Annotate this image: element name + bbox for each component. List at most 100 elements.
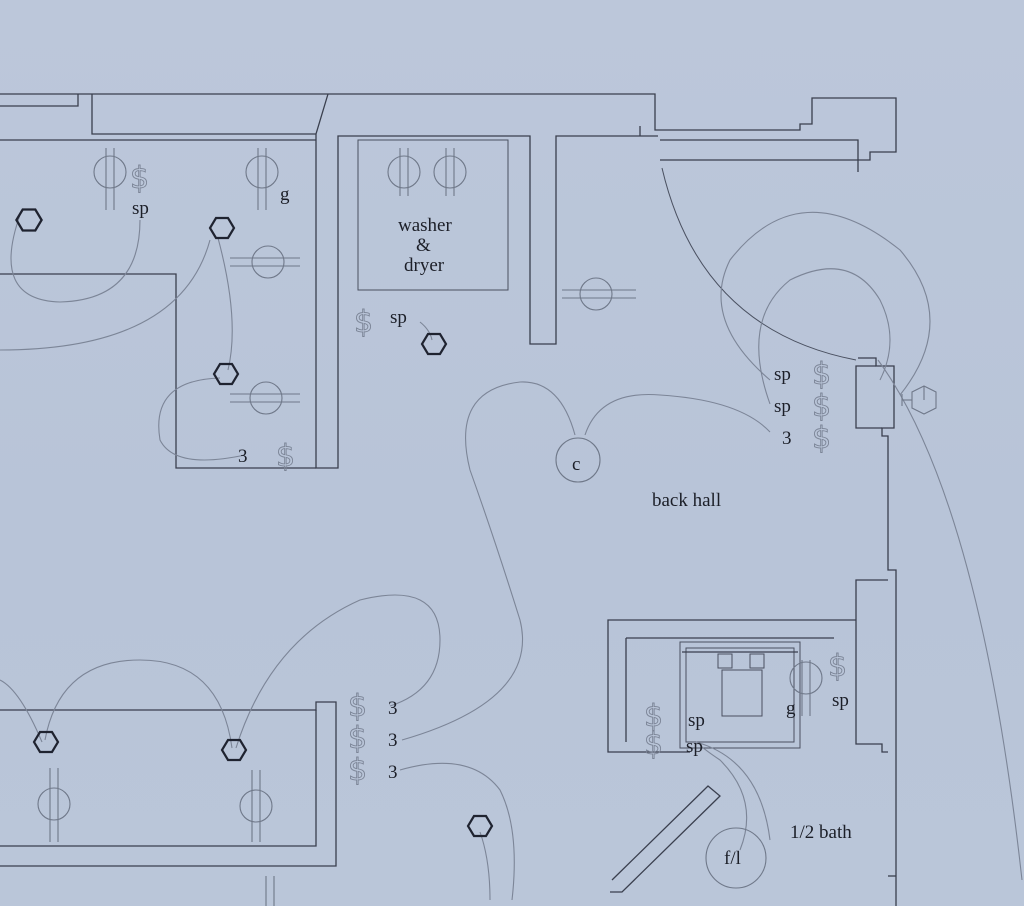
label-three: 3 xyxy=(782,428,792,449)
bottom-room-outer xyxy=(0,701,337,867)
toilet-box-inner xyxy=(685,647,795,743)
label-three: 3 xyxy=(238,446,248,467)
toilet-bowl xyxy=(721,669,763,717)
label-fl: f/l xyxy=(724,848,741,869)
bottom-room-inner xyxy=(0,710,317,847)
wire-bath-2 xyxy=(699,744,748,851)
right-exterior-wall xyxy=(858,357,897,906)
switch-icon: $ xyxy=(354,305,373,340)
switch-icon: $ xyxy=(812,389,831,424)
duplex-receptacle xyxy=(265,876,275,906)
wiring xyxy=(0,211,931,901)
washer-receptacle xyxy=(387,148,421,196)
right-door-frame xyxy=(855,365,882,429)
walls xyxy=(0,93,897,906)
upper-right-wall-inner xyxy=(660,159,859,172)
wire-bath-1 xyxy=(695,741,771,841)
label-half-bath: 1/2 bath xyxy=(790,822,852,843)
label-washer: washer xyxy=(398,215,452,236)
hex-fixtures xyxy=(15,208,937,838)
wire-outer-loop xyxy=(720,211,931,396)
switches: $ $ $ $ $ $ $ $ $ $ $ $ xyxy=(130,161,848,789)
light-fixture-icon xyxy=(212,362,240,386)
label-amp: & xyxy=(416,235,431,256)
half-bath-outer-wall xyxy=(607,619,856,753)
labels: sp g washer & dryer sp 3 c back hall sp … xyxy=(132,184,852,869)
wire-bottom-5 xyxy=(479,831,491,901)
duplex-receptacle xyxy=(230,381,300,415)
receptacles xyxy=(37,148,823,906)
label-sp: sp xyxy=(686,736,703,757)
exterior-light-icon xyxy=(911,385,937,415)
switch-icon: $ xyxy=(348,753,367,788)
label-g: g xyxy=(786,698,796,719)
ceiling-lights xyxy=(555,437,767,889)
wire-closet xyxy=(158,377,246,461)
label-c: c xyxy=(572,454,580,475)
switch-icon: $ xyxy=(644,699,663,734)
wire-bottom-4 xyxy=(399,762,515,901)
duplex-receptacle xyxy=(93,148,127,210)
light-fixture-icon xyxy=(208,216,236,240)
label-sp: sp xyxy=(832,690,849,711)
toilet-box-outer xyxy=(679,641,801,749)
label-three: 3 xyxy=(388,698,398,719)
label-sp: sp xyxy=(132,198,149,219)
half-bath-right-wall xyxy=(855,579,888,753)
wire-inner-loop xyxy=(758,268,891,405)
light-fixture-icon xyxy=(466,814,494,838)
large-swing-arc xyxy=(877,359,1023,881)
wire-bedroom-1 xyxy=(10,214,141,303)
switch-icon: $ xyxy=(812,421,831,456)
back-door-swing xyxy=(661,167,857,361)
light-fixture-icon xyxy=(420,332,448,356)
dryer-receptacle xyxy=(433,148,467,196)
top-wall-outer xyxy=(0,93,665,131)
duplex-receptacle xyxy=(37,768,71,842)
light-fixture-icon xyxy=(15,208,43,232)
ceiling-light-c xyxy=(555,437,601,483)
wire-bottom-3 xyxy=(235,594,441,749)
wire-hall-to-switch xyxy=(584,393,771,436)
label-sp: sp xyxy=(774,364,791,385)
wire-laundry xyxy=(419,321,433,341)
switch-icon: $ xyxy=(812,357,831,392)
washer-dryer-box xyxy=(357,139,509,291)
toilet-valve-right xyxy=(749,653,765,669)
top-wall-left-jamb xyxy=(0,94,79,107)
light-fixture-icon xyxy=(220,738,248,762)
light-fixture-icon xyxy=(32,730,60,754)
wire-bedroom-3 xyxy=(217,237,233,371)
top-wall-inner xyxy=(91,94,316,135)
laundry-walls xyxy=(315,93,658,469)
switch-icon: $ xyxy=(828,649,847,684)
label-three: 3 xyxy=(388,762,398,783)
upper-right-wall xyxy=(660,97,897,161)
label-g: g xyxy=(280,184,290,205)
switch-icon: $ xyxy=(276,439,295,474)
fan-light-fl xyxy=(705,827,767,889)
switch-icon: $ xyxy=(348,689,367,724)
toilet-valve-left xyxy=(717,653,733,669)
switch-icon: $ xyxy=(130,161,149,196)
label-sp: sp xyxy=(688,710,705,731)
label-back-hall: back hall xyxy=(652,490,721,511)
label-sp: sp xyxy=(774,396,791,417)
wire-bottom-1 xyxy=(0,679,43,743)
wire-hall-to-3 xyxy=(401,381,576,741)
label-dryer: dryer xyxy=(404,255,445,276)
duplex-receptacle xyxy=(239,770,273,842)
door-swings xyxy=(661,167,1023,881)
switch-icon: $ xyxy=(644,727,663,762)
closet-wall xyxy=(0,273,316,469)
label-sp: sp xyxy=(390,307,407,328)
bath-door xyxy=(610,785,721,893)
switch-icon: $ xyxy=(348,721,367,756)
wire-bedroom-2 xyxy=(0,239,211,351)
label-three: 3 xyxy=(388,730,398,751)
duplex-receptacle xyxy=(230,245,300,279)
wire-bottom-2 xyxy=(44,659,233,749)
duplex-receptacle xyxy=(245,148,279,210)
